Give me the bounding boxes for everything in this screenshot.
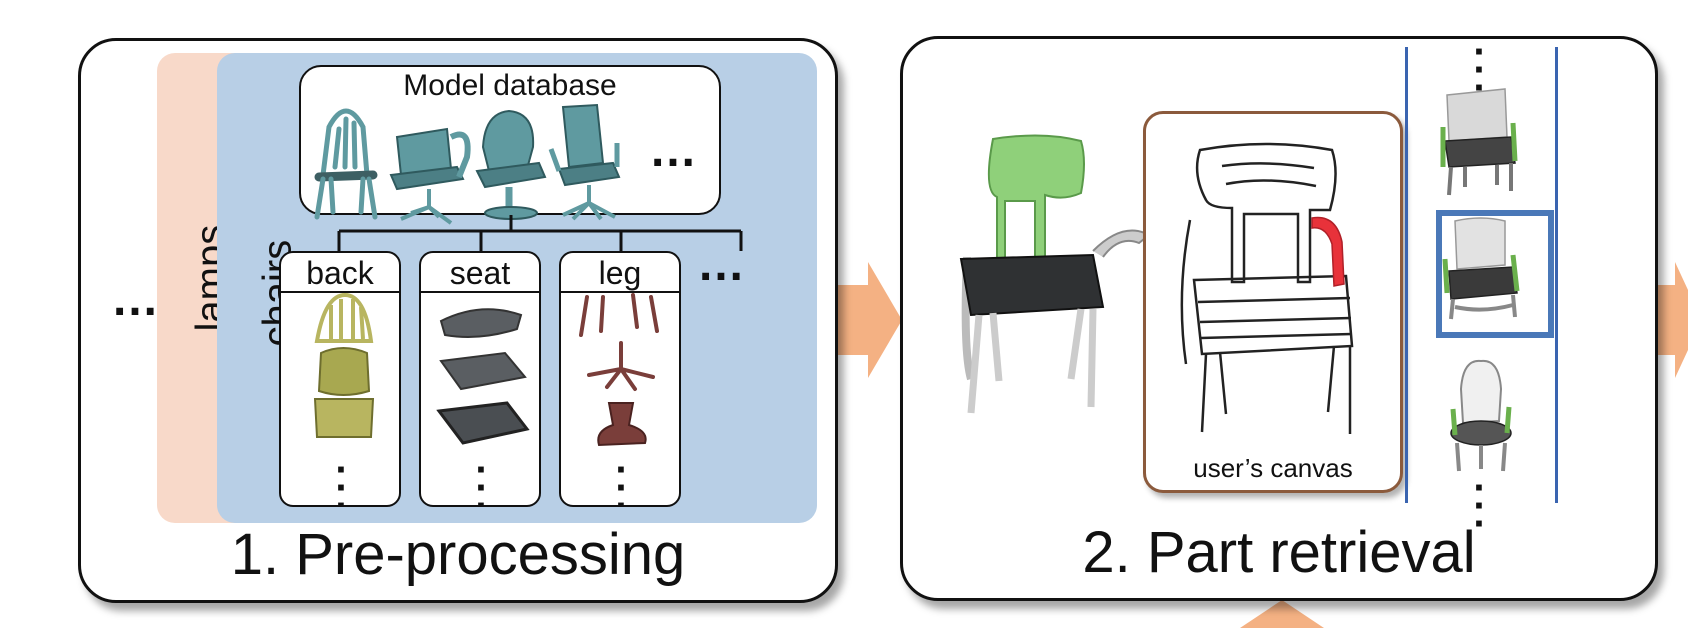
model-database-title: Model database (403, 69, 617, 102)
part-box-leg: leg ··· (559, 251, 681, 507)
candidate-list-left-border (1405, 47, 1408, 503)
db-chair-3 (475, 109, 547, 220)
db-chair-1 (314, 108, 378, 220)
tree-connector (337, 215, 743, 251)
chair-thumbnails (314, 103, 621, 225)
part-label-seat: seat (421, 253, 539, 293)
model-database-box: Model database (299, 65, 721, 225)
candidate-chair-3[interactable] (1435, 359, 1525, 479)
candidate-chair-2-selected[interactable] (1435, 215, 1525, 325)
candidate-chair-1[interactable] (1435, 87, 1525, 197)
selected-candidate-highlight (1436, 210, 1554, 338)
part-box-back: back ··· (279, 251, 401, 507)
model-database-ellipsis: … (649, 124, 699, 177)
parts-ellipsis: … (697, 238, 747, 291)
leg-parts-thumbnails (579, 293, 659, 447)
db-chair-2 (389, 127, 471, 225)
part-label-leg: leg (561, 253, 679, 293)
preprocessing-title: 1. Pre-processing (230, 522, 686, 587)
assembled-chair (959, 134, 1151, 414)
users-canvas[interactable]: user’s canvas (1143, 111, 1403, 493)
seat-parts-thumbnails (436, 308, 530, 445)
category-ellipsis: … (111, 273, 161, 326)
seat-parts-ellipsis: ··· (475, 448, 489, 507)
part-retrieval-title: 2. Part retrieval (1082, 520, 1476, 585)
canvas-label: user’s canvas (1193, 453, 1353, 483)
db-chair-4 (548, 103, 621, 221)
part-label-back: back (281, 253, 399, 293)
leg-parts-ellipsis: ··· (615, 448, 629, 507)
candidate-list-right-border (1555, 47, 1558, 503)
part-box-seat: seat ··· (419, 251, 541, 507)
preprocessing-panel: … lamps chairs Model database (78, 38, 838, 603)
canvas-sketch (1180, 142, 1354, 434)
part-retrieval-panel: user’s canvas ··· ··· 2. Part retrieval (900, 32, 1658, 601)
back-parts-ellipsis: ··· (335, 448, 349, 507)
back-parts-thumbnails (313, 292, 375, 438)
